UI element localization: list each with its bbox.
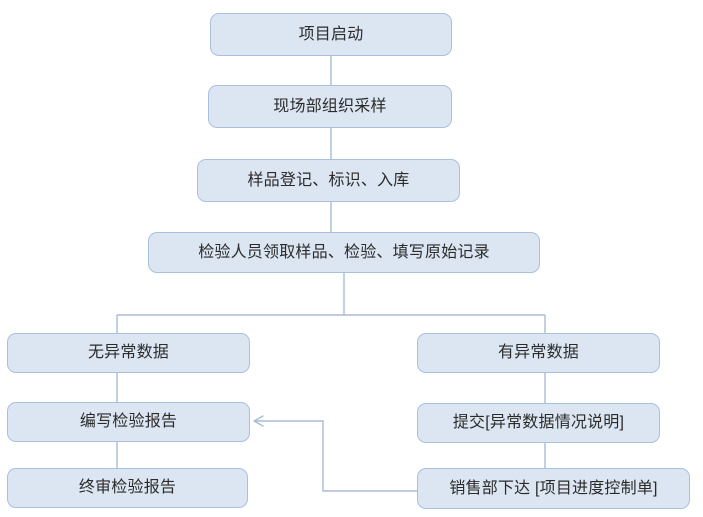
node-sample-registration[interactable]: 样品登记、标识、入库 bbox=[197, 159, 460, 202]
node-label: 项目启动 bbox=[298, 25, 364, 43]
node-sales-dept-progress-order[interactable]: 销售部下达 [项目进度控制单] bbox=[417, 468, 690, 509]
node-label: 终审检验报告 bbox=[78, 479, 177, 497]
node-label: 检验人员领取样品、检验、填写原始记录 bbox=[198, 243, 490, 261]
node-inspection-record[interactable]: 检验人员领取样品、检验、填写原始记录 bbox=[148, 232, 540, 273]
arrowhead-feedback-icon bbox=[253, 415, 264, 427]
node-label: 销售部下达 [项目进度控制单] bbox=[449, 479, 658, 497]
node-label: 提交[异常数据情况说明] bbox=[452, 414, 625, 432]
node-project-start[interactable]: 项目启动 bbox=[210, 13, 452, 56]
node-final-inspection-report[interactable]: 终审检验报告 bbox=[7, 468, 248, 508]
node-label: 编写检验报告 bbox=[79, 413, 178, 431]
node-write-inspection-report[interactable]: 编写检验报告 bbox=[7, 402, 250, 442]
node-label: 有异常数据 bbox=[497, 344, 579, 362]
node-field-sampling[interactable]: 现场部组织采样 bbox=[208, 85, 452, 128]
node-label: 样品登记、标识、入库 bbox=[247, 171, 410, 189]
node-label: 无异常数据 bbox=[87, 344, 169, 362]
connector-n10-n7-feedback bbox=[254, 420, 417, 492]
node-submit-abnormal-explanation[interactable]: 提交[异常数据情况说明] bbox=[417, 403, 660, 443]
node-has-abnormal-data[interactable]: 有异常数据 bbox=[417, 333, 660, 373]
node-label: 现场部组织采样 bbox=[273, 97, 387, 115]
node-no-abnormal-data[interactable]: 无异常数据 bbox=[7, 333, 250, 373]
